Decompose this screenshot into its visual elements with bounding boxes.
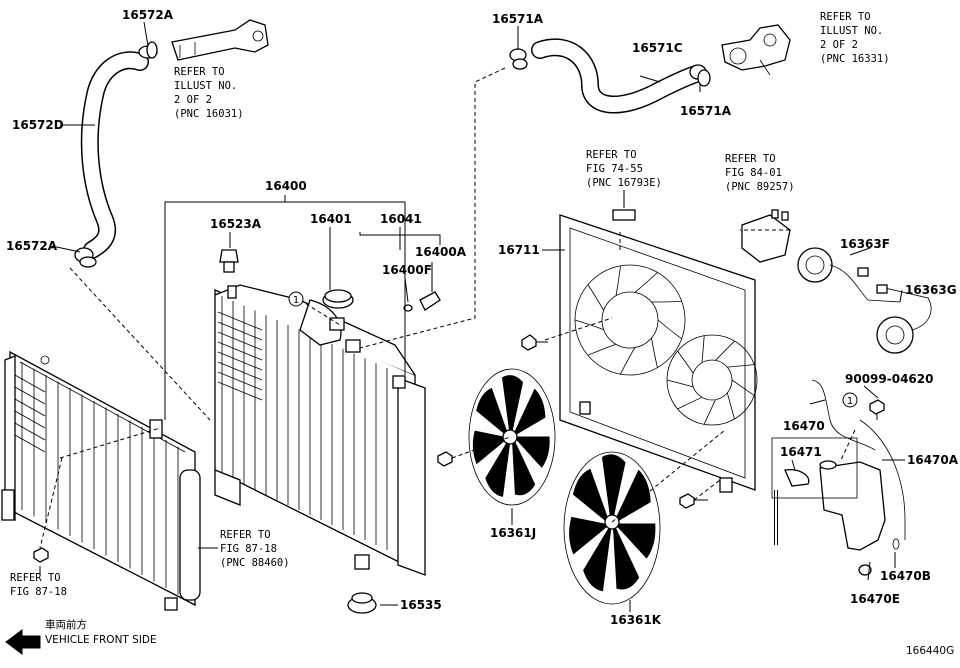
svg-text:FIG 74-55: FIG 74-55 <box>586 163 643 175</box>
label-16041: 16041 <box>380 212 422 226</box>
cooling-fan-left <box>468 368 556 506</box>
bolt-fan-left <box>437 451 453 467</box>
reference-note-fig-87-18-lower: REFER TO FIG 87-18 <box>10 572 67 598</box>
alignment-lines <box>39 67 856 549</box>
svg-text:1: 1 <box>293 295 299 306</box>
svg-text:FIG 87-18: FIG 87-18 <box>10 586 67 598</box>
label-16400: 16400 <box>265 179 307 193</box>
fan-motor-lower <box>876 284 932 354</box>
fan-shroud <box>559 214 758 493</box>
label-16470E: 16470E <box>850 592 900 606</box>
label-16470: 16470 <box>783 419 825 433</box>
svg-text:(PNC 88460): (PNC 88460) <box>220 557 290 569</box>
label-16571A-bottom: 16571A <box>680 104 732 118</box>
label-16361J: 16361J <box>490 526 536 540</box>
bolt-fan-bottom <box>679 493 708 509</box>
callout-marker-1a: 1 <box>288 291 304 307</box>
label-16400A: 16400A <box>415 245 467 259</box>
svg-text:ILLUST NO.: ILLUST NO. <box>174 80 237 92</box>
label-16470A: 16470A <box>907 453 959 467</box>
ac-condenser <box>1 350 201 611</box>
water-inlet-top-right <box>721 24 791 76</box>
reference-note-fig-74-55: REFER TO FIG 74-55 (PNC 16793E) <box>586 149 662 189</box>
bolt-condenser <box>33 547 49 563</box>
reference-note-16031: REFER TO ILLUST NO. 2 OF 2 (PNC 16031) <box>174 66 244 120</box>
svg-text:(PNC 16793E): (PNC 16793E) <box>586 177 662 189</box>
svg-text:REFER TO: REFER TO <box>174 66 225 78</box>
label-16401: 16401 <box>310 212 352 226</box>
label-16470B: 16470B <box>880 569 931 583</box>
label-16572A-bottom: 16572A <box>6 239 58 253</box>
callout-marker-1b: 1 <box>842 392 858 408</box>
label-16400F: 16400F <box>382 263 432 277</box>
label-16535: 16535 <box>400 598 442 612</box>
leader-lines <box>39 21 905 612</box>
svg-text:REFER TO: REFER TO <box>725 153 776 165</box>
cooling-fan-right <box>563 451 661 605</box>
svg-text:REFER TO: REFER TO <box>586 149 637 161</box>
fan-relay <box>741 209 791 263</box>
front-direction-arrow-icon <box>5 629 41 655</box>
drain-plug <box>219 249 239 273</box>
reference-note-16331: REFER TO ILLUST NO. 2 OF 2 (PNC 16331) <box>820 11 890 65</box>
label-16571C: 16571C <box>632 41 683 55</box>
fan-motor-upper <box>797 247 901 303</box>
reference-note-fig-84-01: REFER TO FIG 84-01 (PNC 89257) <box>725 153 795 193</box>
label-16361K: 16361K <box>610 613 662 627</box>
orientation-label-en: VEHICLE FRONT SIDE <box>45 634 157 646</box>
radiator <box>214 284 426 576</box>
hose-clamp-top <box>138 41 158 59</box>
part-labels: 16572A 16572D 16572A 16571A 16571C 16571… <box>6 8 959 627</box>
water-outlet-top-left <box>171 19 269 61</box>
label-90099-04620: 90099-04620 <box>845 372 933 386</box>
upper-hose-right <box>531 38 705 114</box>
svg-text:ILLUST NO.: ILLUST NO. <box>820 25 883 37</box>
orientation-label-jp: 車両前方 <box>45 618 87 631</box>
drain-cock-plug <box>419 291 441 311</box>
label-16711: 16711 <box>498 243 540 257</box>
radiator-cap <box>322 289 354 331</box>
coolant-reservoir <box>774 379 906 576</box>
label-16363G: 16363G <box>905 283 957 297</box>
bolt-reservoir <box>869 399 885 420</box>
shroud-label-plate <box>612 209 636 221</box>
hose-clamp-right-bottom <box>689 64 711 87</box>
svg-text:REFER TO: REFER TO <box>820 11 871 23</box>
label-16571A-top: 16571A <box>492 12 544 26</box>
radiator-support-cushion <box>347 592 377 614</box>
condenser-receiver-tank <box>179 469 201 601</box>
bolt-left-shroud <box>521 334 548 351</box>
label-16572A-top: 16572A <box>122 8 174 22</box>
svg-text:FIG 87-18: FIG 87-18 <box>220 543 277 555</box>
svg-text:REFER TO: REFER TO <box>10 572 61 584</box>
svg-text:2 OF 2: 2 OF 2 <box>820 39 858 51</box>
svg-text:REFER TO: REFER TO <box>220 529 271 541</box>
label-16572D: 16572D <box>12 118 64 132</box>
reservoir-cap <box>784 469 810 487</box>
label-16471: 16471 <box>780 445 822 459</box>
label-16523A: 16523A <box>210 217 262 231</box>
label-16363F: 16363F <box>840 237 890 251</box>
hose-clamp-right-top <box>509 48 528 70</box>
svg-text:1: 1 <box>847 396 853 407</box>
reference-note-fig-87-18-upper: REFER TO FIG 87-18 (PNC 88460) <box>220 529 290 569</box>
svg-text:2 OF 2: 2 OF 2 <box>174 94 212 106</box>
o-ring <box>403 304 413 312</box>
figure-id: 166440G <box>906 645 954 657</box>
svg-text:(PNC 89257): (PNC 89257) <box>725 181 795 193</box>
svg-text:(PNC 16331): (PNC 16331) <box>820 53 890 65</box>
svg-text:(PNC 16031): (PNC 16031) <box>174 108 244 120</box>
svg-text:FIG 84-01: FIG 84-01 <box>725 167 782 179</box>
upper-radiator-hose <box>80 51 149 259</box>
